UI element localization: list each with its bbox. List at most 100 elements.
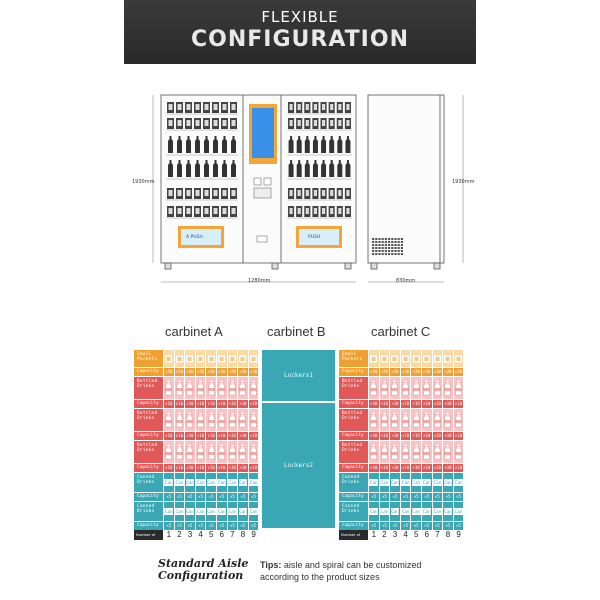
capacity-value: ×20 [174, 368, 185, 376]
aisle-slot [453, 350, 464, 367]
capacity-value: ×5 [400, 522, 411, 530]
aisle-slot [227, 409, 238, 431]
can-label: Can [249, 508, 258, 515]
tray-number-label: Number of tray [339, 530, 368, 547]
aisle-slot: Can [248, 473, 259, 492]
aisle-slot [432, 350, 443, 367]
aisle-slot [216, 441, 227, 463]
aisle-slot: Can [390, 502, 400, 521]
capacity-value: ×5 [195, 493, 206, 501]
bottle-item [177, 136, 182, 153]
aisle-slot: Can [206, 502, 216, 521]
header-line1: FLEXIBLE [261, 8, 339, 26]
aisle-slot [453, 409, 464, 431]
aisle-slot: Can [174, 473, 185, 492]
capacity-value: ×10 [443, 464, 453, 472]
capacity-value: ×10 [174, 464, 185, 472]
aisle-slot [411, 441, 421, 463]
aisle-slot: Can [164, 473, 174, 492]
capacity-value: ×10 [185, 464, 195, 472]
capacity-value: ×5 [216, 493, 227, 501]
aisle-slot [174, 350, 185, 367]
capacity-value: ×10 [206, 464, 216, 472]
aisle-row-label: Canned Drinks [134, 502, 163, 521]
can-label: Can [411, 508, 421, 515]
bottle-item [213, 160, 218, 177]
aisle-slot [379, 409, 390, 431]
capacity-value: ×10 [400, 400, 411, 408]
bottle-item [304, 160, 310, 177]
aisle-slot [369, 350, 379, 367]
capacity-value: ×20 [432, 368, 443, 376]
aisle-slot: Can [227, 502, 238, 521]
aisle-slot: Can [216, 473, 227, 492]
bottle-item [186, 160, 191, 177]
tray-number: 8 [445, 530, 451, 539]
capacity-value: ×10 [216, 432, 227, 440]
capacity-value: ×5 [443, 493, 453, 501]
aisle-slot [238, 350, 248, 367]
aisle-slot [238, 441, 248, 463]
aisle-slot [206, 441, 216, 463]
bottle-item [231, 160, 236, 177]
qr-scanner [263, 177, 272, 186]
aisle-slot [453, 377, 464, 399]
aisle-slot [411, 409, 421, 431]
cabinet-c-heading: carbinet C [371, 324, 431, 339]
aisle-slot [206, 350, 216, 367]
capacity-value: ×20 [379, 368, 390, 376]
capacity-value: ×10 [443, 432, 453, 440]
aisle-slot [185, 409, 195, 431]
capacity-value: ×20 [248, 368, 259, 376]
can-label: Can [217, 508, 227, 515]
capacity-value: ×10 [421, 400, 432, 408]
capacity-value: ×20 [206, 368, 216, 376]
aisle-slot [227, 441, 238, 463]
aisle-slot [216, 377, 227, 399]
height-dim-right: 1930mm [452, 179, 475, 185]
can-label: Can [380, 479, 389, 486]
capacity-value: ×10 [216, 464, 227, 472]
capacity-value: ×10 [411, 400, 421, 408]
capacity-value: ×5 [390, 522, 400, 530]
capacity-value: ×5 [206, 493, 216, 501]
bottle-item [321, 160, 327, 177]
can-label: Can [238, 479, 248, 486]
tray-number: 3 [187, 530, 193, 539]
tray-number: 6 [424, 530, 429, 539]
can-label: Can [164, 508, 174, 515]
aisle-slot [400, 409, 411, 431]
bottle-item [177, 160, 182, 177]
machine-drawing [152, 94, 464, 283]
can-label: Can [390, 508, 400, 515]
aisle-slot [390, 350, 400, 367]
capacity-value: ×10 [195, 400, 206, 408]
can-label: Can [196, 508, 205, 515]
can-label: Can [249, 479, 258, 486]
aisle-slot: Can [174, 502, 185, 521]
capacity-value: ×20 [411, 368, 421, 376]
capacity-value: ×5 [206, 522, 216, 530]
capacity-label: Capacity [134, 522, 163, 530]
can-label: Can [454, 479, 463, 486]
cabinet-b-heading: carbinet B [267, 324, 326, 339]
capacity-value: ×20 [238, 368, 248, 376]
locker-2-label: Lockers2 [284, 462, 313, 469]
aisle-slot [443, 441, 453, 463]
capacity-value: ×10 [432, 464, 443, 472]
aisle-slot [400, 441, 411, 463]
capacity-value: ×10 [238, 432, 248, 440]
aisle-slot [443, 377, 453, 399]
capacity-value: ×10 [369, 432, 379, 440]
tips-body: aisle and spiral can be customized accor… [260, 560, 422, 582]
capacity-value: ×20 [421, 368, 432, 376]
can-label: Can [443, 508, 453, 515]
aisle-slot: Can [379, 502, 390, 521]
capacity-value: ×20 [443, 368, 453, 376]
bottle-item [304, 136, 310, 153]
aisle-slot: Can [400, 502, 411, 521]
